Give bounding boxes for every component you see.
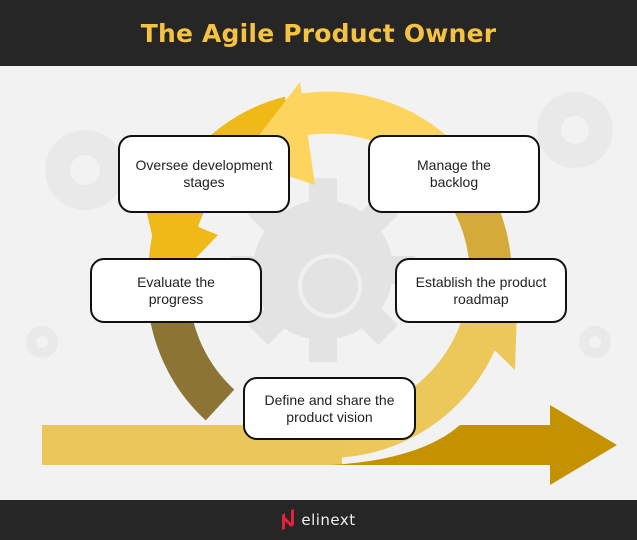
step-evaluate-progress: Evaluate the progress: [90, 258, 262, 323]
step-manage-backlog: Manage the backlog: [368, 135, 540, 213]
step-establish-roadmap: Establish the product roadmap: [395, 258, 567, 323]
step-label: Define and share the product vision: [264, 391, 395, 425]
step-label: Oversee development stages: [135, 157, 273, 190]
step-label: Establish the product roadmap: [415, 273, 547, 307]
step-label: Evaluate the progress: [137, 273, 215, 307]
gear-icon: [26, 92, 613, 358]
brand-name: elinext: [301, 511, 356, 529]
step-label: Manage the backlog: [417, 157, 491, 190]
page-title: The Agile Product Owner: [140, 18, 497, 48]
step-define-vision: Define and share the product vision: [243, 377, 416, 440]
step-oversee-development: Oversee development stages: [118, 135, 290, 213]
header: The Agile Product Owner: [0, 0, 637, 66]
footer: elinext: [0, 500, 637, 540]
elinext-logo-icon: [282, 509, 295, 530]
progress-arrow: [42, 405, 617, 485]
